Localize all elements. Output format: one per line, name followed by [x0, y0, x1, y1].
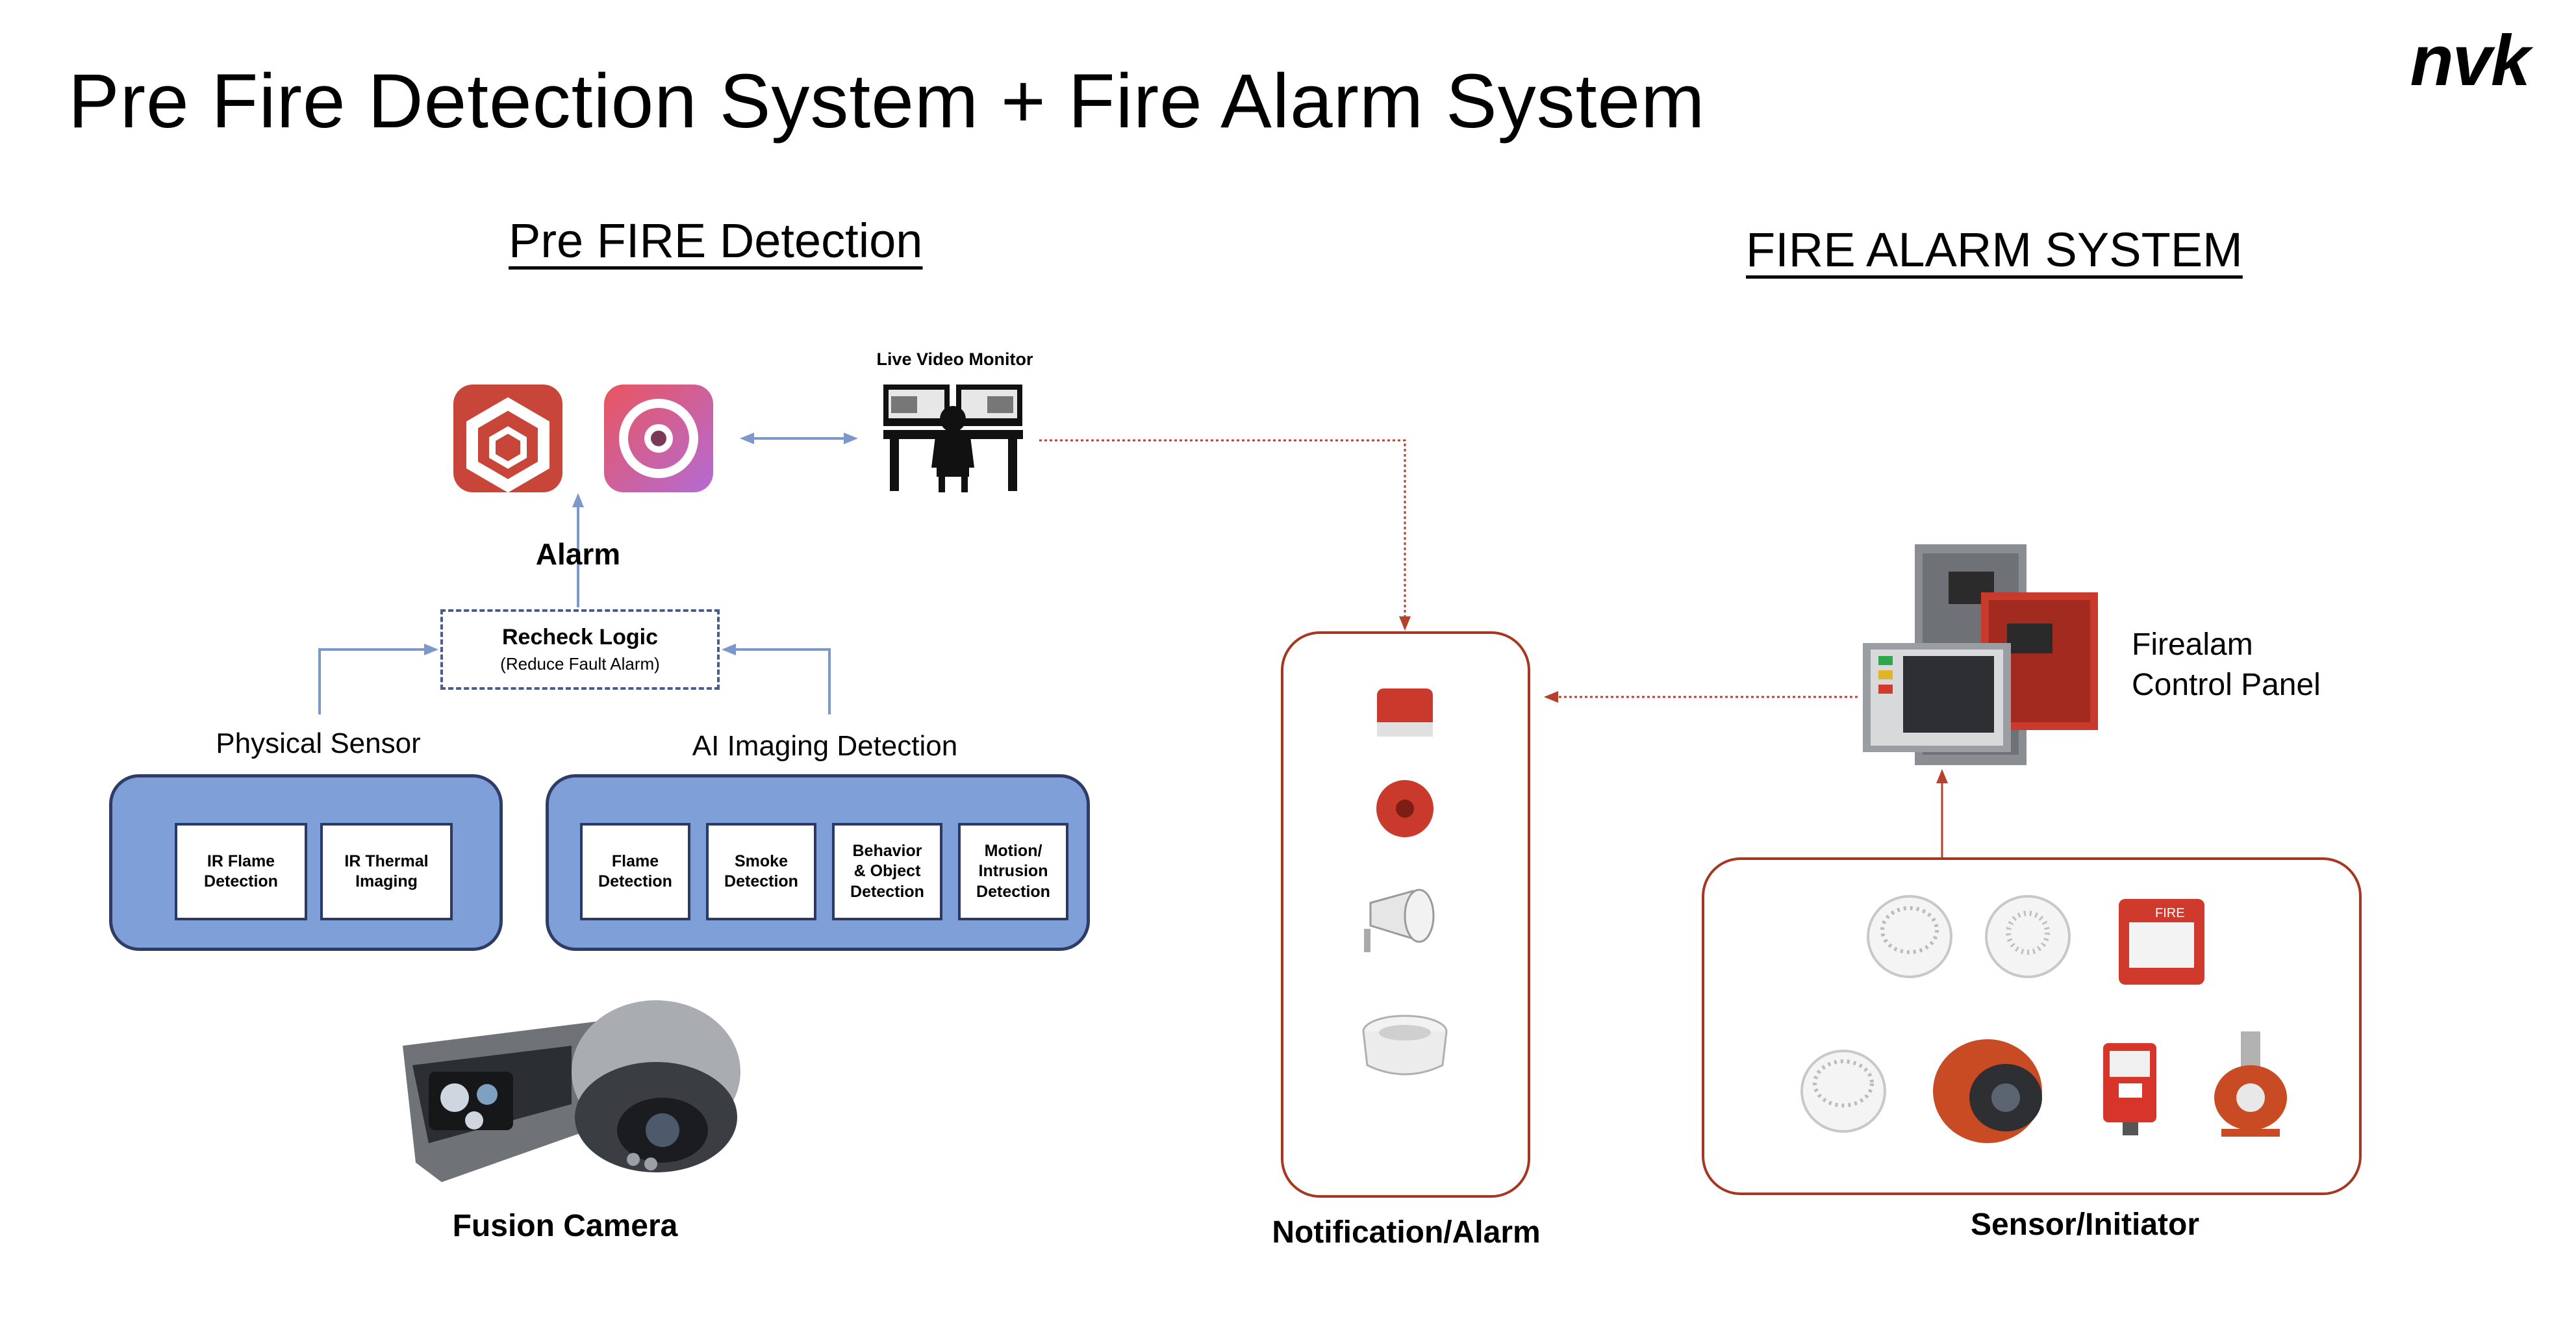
brand-logo: nvk — [2410, 21, 2531, 101]
fire-alarm-heading: FIRE ALARM SYSTEM — [1746, 223, 2243, 277]
smoke-detector-icon-1 — [1867, 895, 1952, 978]
fusion-camera-icon — [403, 1000, 740, 1182]
physical-sensor-group: IR Flame Detection IR Thermal Imaging — [109, 774, 503, 951]
notification-group — [1281, 631, 1530, 1198]
beam-detector-icon — [2103, 1043, 2156, 1135]
ir-flame-detection-tile: IR Flame Detection — [175, 823, 307, 920]
recheck-logic-box: Recheck Logic (Reduce Fault Alarm) — [440, 609, 720, 690]
flame-detection-tile: Flame Detection — [580, 823, 690, 920]
control-panel-label-line1: Firealam — [2132, 627, 2253, 662]
arrow-ai-to-recheck — [722, 644, 831, 714]
manual-call-point-icon: FIRE — [2119, 899, 2204, 985]
svg-text:FIRE: FIRE — [2155, 906, 2185, 920]
vms-app-icon[interactable] — [453, 385, 562, 493]
live-monitor-label: Live Video Monitor — [876, 349, 1033, 369]
motion-intrusion-detection-tile: Motion/ Intrusion Detection — [958, 823, 1068, 920]
pre-fire-heading: Pre FIRE Detection — [509, 214, 923, 268]
heat-detector-icon — [1985, 895, 2071, 978]
horn-speaker-icon — [1364, 889, 1435, 952]
flame-detector-icon — [1933, 1039, 2042, 1143]
physical-sensor-label: Physical Sensor — [216, 727, 421, 759]
recheck-title: Recheck Logic — [502, 625, 658, 650]
arrow-physical-to-recheck — [318, 644, 438, 714]
behavior-object-detection-tile: Behavior & Object Detection — [832, 823, 942, 920]
live-monitor-icon — [883, 385, 1023, 492]
smoke-detector-icon-2 — [1800, 1050, 1886, 1133]
ir-thermal-imaging-tile: IR Thermal Imaging — [320, 823, 453, 920]
alarm-label: Alarm — [535, 537, 621, 571]
explosion-proof-detector-icon — [2214, 1031, 2287, 1137]
arrow-monitor-to-notification — [1039, 439, 1411, 631]
sensor-initiator-group — [1702, 857, 2362, 1195]
sensor-initiator-label: Sensor/Initiator — [1970, 1207, 2200, 1242]
ceiling-speaker-icon — [1362, 1015, 1448, 1076]
ai-imaging-group: Flame Detection Smoke Detection Behavior… — [546, 774, 1090, 951]
control-panel-icon — [1863, 544, 2098, 765]
fusion-camera-label: Fusion Camera — [452, 1209, 678, 1243]
recheck-subtitle: (Reduce Fault Alarm) — [500, 654, 660, 674]
mobile-app-icon[interactable] — [604, 385, 713, 492]
notification-label: Notification/Alarm — [1272, 1215, 1541, 1250]
ai-imaging-label: AI Imaging Detection — [692, 730, 958, 762]
control-panel-label-line2: Control Panel — [2132, 668, 2321, 703]
sounder-strobe-icon — [1377, 688, 1433, 737]
page-title: Pre Fire Detection System + Fire Alarm S… — [68, 58, 1706, 144]
smoke-detection-tile: Smoke Detection — [706, 823, 816, 920]
control-panel-label: Firealam Control Panel — [2132, 625, 2321, 706]
fire-bell-icon — [1376, 780, 1433, 837]
